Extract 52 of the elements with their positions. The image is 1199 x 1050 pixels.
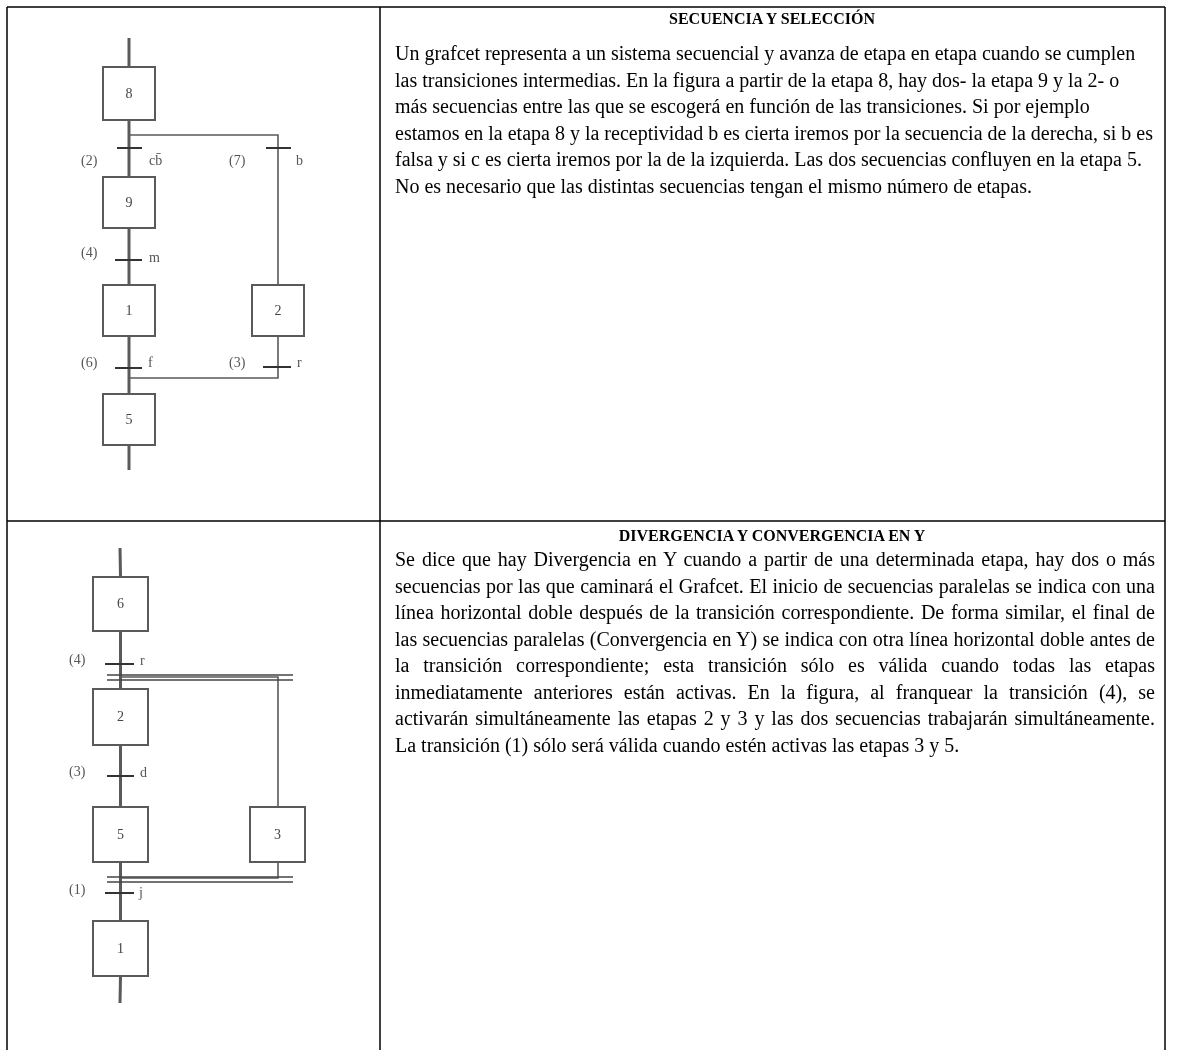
step-number: 5 [117, 826, 124, 843]
step-box [249, 806, 306, 863]
step-number: 1 [117, 940, 124, 957]
step-number: 2 [274, 302, 282, 319]
section-title: SECUENCIA Y SELECCIÓN [669, 10, 875, 28]
transition-label: (4) [69, 652, 86, 668]
transition-label: r [297, 355, 302, 371]
step-box [92, 806, 149, 863]
connector-line [128, 336, 279, 394]
step-number: 2 [117, 709, 124, 725]
step-box [102, 284, 156, 337]
transition-label: (2) [81, 153, 98, 169]
connector-line [127, 38, 131, 66]
transition-label: d [140, 765, 147, 781]
step-number: 6 [117, 596, 124, 612]
transition-label: (4) [81, 245, 98, 261]
transition-label: f [148, 355, 153, 371]
transition-label: (1) [69, 882, 86, 898]
step-box [92, 688, 149, 746]
step-box [102, 393, 156, 446]
step-box [102, 176, 156, 229]
transition-label: (3) [69, 764, 86, 780]
step-number: 9 [125, 194, 133, 211]
step-box [92, 576, 149, 632]
transition-label: m [149, 250, 160, 266]
description-paragraph: Un grafcet representa a un sistema secuencial y avanza de etapa en etapa cuando se cumplen las transiciones intermedias. En la figura a partir de la etapa 8, hay dos- la etapa 9 y la 2- o más secuencias entre las que se escogerá en función de las transiciones. Si por ejemplo estamos en la etapa 8 y la receptividad b es cierta iremos por la secuencia de la derecha, si b es falsa y si c es cierta iremos por la de la izquierda. Las dos secuencias confluyen en la etapa 5. No es necesario que las distintas secuencias tengan el mismo número de etapas. [395, 41, 1154, 199]
transition-label: b [296, 153, 303, 169]
connector-line [127, 121, 131, 176]
connector-line [127, 229, 131, 284]
step-box [251, 284, 305, 337]
transition-label: (6) [81, 355, 98, 371]
step-box [92, 920, 149, 977]
connector-line [118, 976, 122, 1004]
connector-line [128, 120, 279, 285]
connector-line [119, 863, 122, 920]
connector-line [119, 632, 122, 688]
step-box [102, 66, 156, 121]
connector-line [119, 746, 122, 806]
step-number: 8 [125, 85, 133, 102]
step-number: 3 [274, 826, 281, 843]
step-number: 5 [125, 411, 133, 428]
transition-label: cb̄ [149, 153, 163, 169]
step-number: 1 [125, 302, 133, 319]
connector-line [127, 337, 131, 393]
transition-label: (7) [229, 153, 246, 169]
transition-label: r [140, 653, 145, 669]
connector-line [118, 547, 122, 577]
transition-label: j [139, 885, 143, 901]
transition-label: (3) [229, 355, 246, 371]
description-paragraph: Se dice que hay Divergencia en Y cuando a partir de una determinada etapa, hay dos o más secuencias por las que caminará el Grafcet. El inicio de secuencias paralelas se indica con una línea horizontal doble después de la transición correspondiente. De forma similar, el final de las secuencias paralelas (Convergencia en Y) se indica con otra línea horizontal doble antes de la transición correspondiente; esta transición sólo es válida cuando todas las etapas inmediatamente anteriores están activas. En la figura, al franquear la transición (4), se activarán simultáneamente las etapas 2 y 3 y las dos secuencias trabajarán simultáneamente. La transición (1) sólo será válida cuando estén activas las etapas 3 y 5. [395, 547, 1155, 758]
connector-line [127, 446, 131, 470]
section-title: DIVERGENCIA Y CONVERGENCIA EN Y [618, 527, 926, 545]
